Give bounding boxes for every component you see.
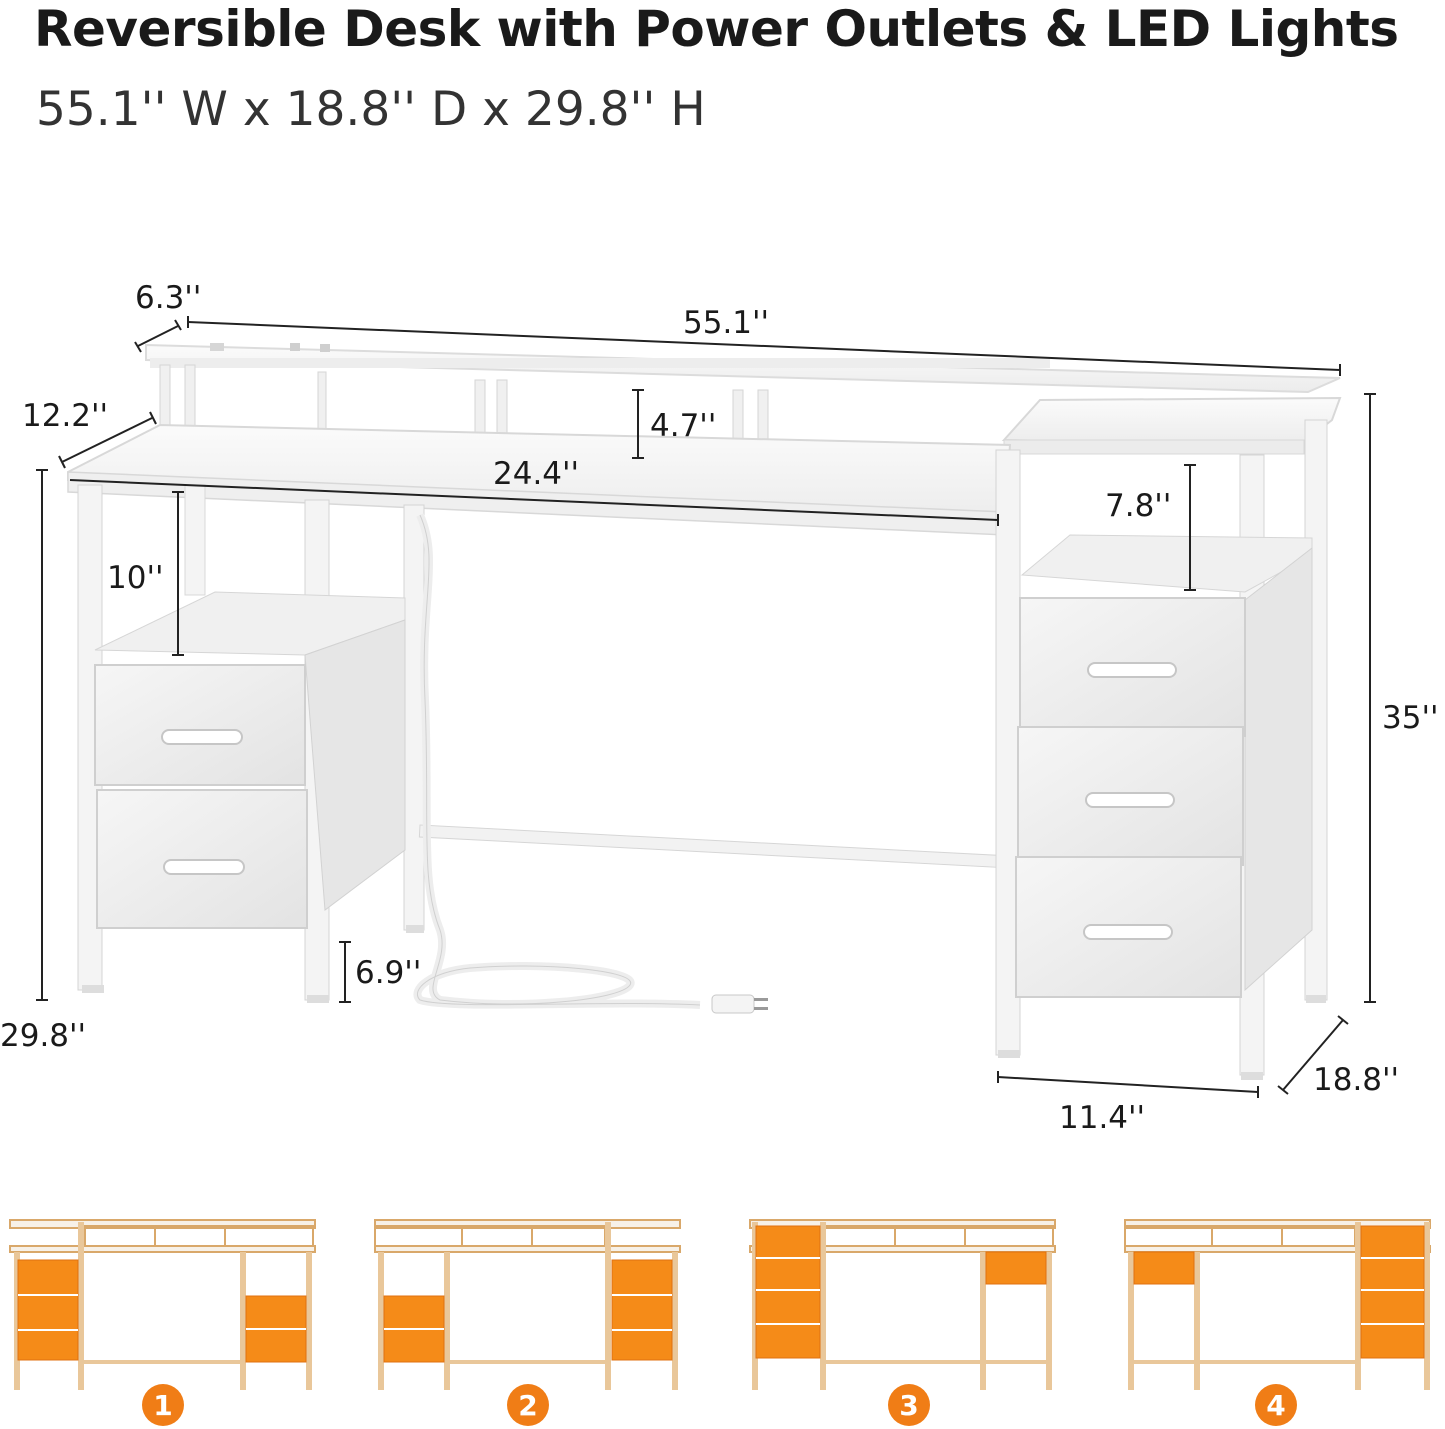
- dim-cabinet-width: 11.4'': [1059, 1100, 1146, 1136]
- configuration-2: [374, 1219, 681, 1390]
- raised-side-top: [1001, 396, 1342, 455]
- page-title: Reversible Desk with Power Outlets & LED…: [34, 0, 1399, 58]
- dimension-lines: [36, 316, 1376, 1098]
- config-badge-1: 1: [142, 1384, 184, 1426]
- support-bar: [418, 824, 1005, 869]
- plug-icon: [711, 994, 768, 1014]
- configuration-4: [1124, 1219, 1431, 1390]
- config-badge-4: 4: [1255, 1384, 1297, 1426]
- config-badge-2: 2: [507, 1384, 549, 1426]
- dim-desk-span: 24.4'': [493, 456, 580, 492]
- dim-total-height: 35'': [1382, 700, 1439, 736]
- configuration-1: [9, 1219, 316, 1390]
- power-cord: [413, 513, 701, 1009]
- dim-foot-clearance: 6.9'': [355, 955, 422, 991]
- right-cabinet: [1015, 534, 1313, 998]
- dim-shelf-depth: 6.3'': [135, 280, 202, 316]
- dim-left-shelf-height: 10'': [107, 560, 164, 596]
- left-cabinet: [94, 591, 406, 929]
- dim-monitor-gap: 4.7'': [650, 408, 717, 444]
- dim-cabinet-gap: 7.8'': [1105, 488, 1172, 524]
- configuration-3: [749, 1219, 1056, 1390]
- dim-desk-height: 29.8'': [0, 1018, 87, 1054]
- dim-side-depth: 12.2'': [22, 398, 109, 434]
- dim-total-width: 55.1'': [683, 305, 770, 341]
- dim-total-depth: 18.8'': [1313, 1062, 1400, 1098]
- config-badge-3: 3: [888, 1384, 930, 1426]
- dimensions-subtitle: 55.1'' W x 18.8'' D x 29.8'' H: [36, 82, 706, 137]
